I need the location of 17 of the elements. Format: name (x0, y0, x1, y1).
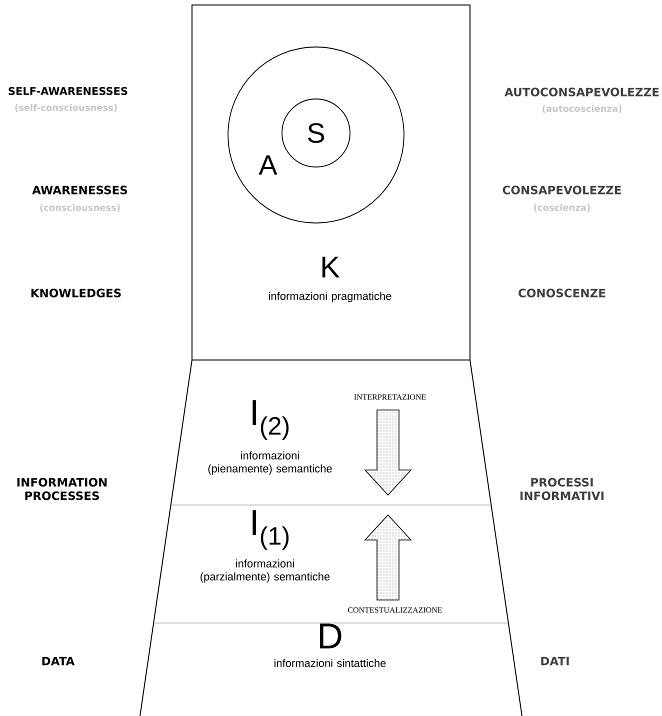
heading-label: CONOSCENZE (518, 288, 606, 298)
heading-label: DATA (42, 656, 75, 666)
process-label: CONTESTUALIZZAZIONE (348, 607, 442, 613)
subheading-label: (consciousness) (40, 204, 120, 212)
process-label: INTERPRETAZIONE (354, 394, 426, 400)
heading-label: AUTOCONSAPEVOLEZZE (504, 88, 659, 96)
subheading-label: (autocoscienza) (542, 105, 622, 114)
subheading-label: (self-consciousness) (15, 104, 117, 112)
heading-label: DATI (541, 656, 569, 666)
subheading-label: (coscienza) (534, 204, 590, 212)
heading-label: SELF-AWARENESSES (8, 87, 128, 95)
level-band: D informazioni sintattiche (140, 622, 522, 716)
heading-label: AWARENESSES (32, 186, 128, 194)
heading-label: INFORMATION PROCESSES (17, 478, 107, 500)
heading-label: PROCESSI INFORMATIVI (520, 478, 604, 500)
heading-label: CONSAPEVOLEZZE (502, 186, 621, 194)
heading-label: KNOWLEDGES (31, 288, 121, 298)
